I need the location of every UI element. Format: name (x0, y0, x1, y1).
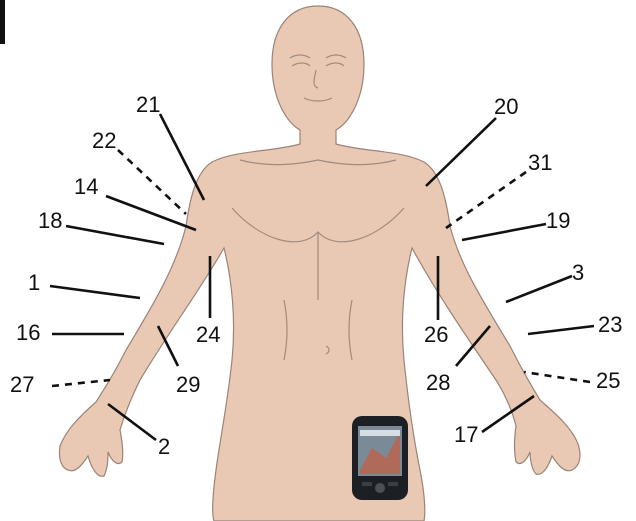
leader-31 (446, 172, 526, 228)
leader-14 (106, 196, 196, 230)
leader-21 (160, 114, 204, 200)
label-24: 24 (196, 322, 220, 347)
label-29: 29 (176, 372, 200, 397)
label-19: 19 (546, 208, 570, 233)
label-21: 21 (136, 92, 160, 117)
label-28: 28 (426, 370, 450, 395)
label-18: 18 (38, 208, 62, 233)
leader-27 (52, 380, 110, 386)
handheld-device-icon (352, 416, 408, 500)
label-31: 31 (528, 150, 552, 175)
leader-1 (50, 286, 140, 298)
label-1: 1 (28, 270, 40, 295)
label-22: 22 (92, 128, 116, 153)
label-17: 17 (454, 422, 478, 447)
label-27: 27 (10, 372, 34, 397)
leader-18 (66, 226, 164, 244)
leader-23 (528, 326, 594, 334)
leader-19 (462, 224, 546, 240)
label-26: 26 (424, 322, 448, 347)
leader-20 (426, 118, 496, 186)
label-16: 16 (16, 320, 40, 345)
human-body-figure (59, 6, 580, 521)
leader-25 (524, 372, 590, 382)
label-25: 25 (596, 368, 620, 393)
label-23: 23 (598, 312, 622, 337)
leader-3 (506, 276, 572, 302)
label-3: 3 (572, 260, 584, 285)
label-14: 14 (74, 174, 98, 199)
label-2: 2 (158, 434, 170, 459)
label-20: 20 (494, 94, 518, 119)
